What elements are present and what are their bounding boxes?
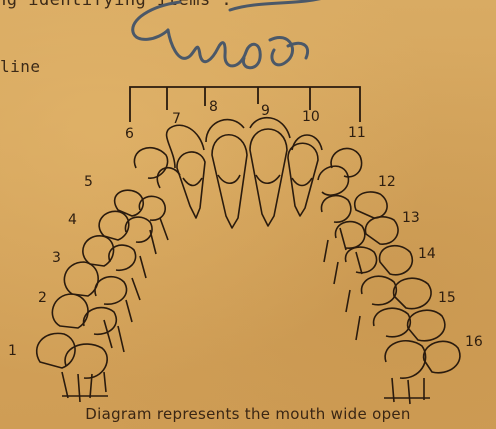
front-teeth [134, 118, 361, 228]
tooth-label-1: 1 [8, 343, 17, 359]
diagram-caption: Diagram represents the mouth wide open [0, 405, 496, 423]
tooth-label-8: 8 [209, 99, 218, 115]
tooth-label-4: 4 [68, 212, 77, 228]
tooth-label-6: 6 [125, 126, 134, 142]
number-bracket [130, 87, 360, 122]
tooth-label-9: 9 [261, 103, 270, 119]
tooth-label-11: 11 [348, 125, 366, 141]
tooth-label-15: 15 [438, 290, 456, 306]
tooth-label-5: 5 [84, 174, 93, 190]
tooth-label-12: 12 [378, 174, 396, 190]
tooth-label-14: 14 [418, 246, 436, 262]
tooth-label-10: 10 [302, 109, 320, 125]
tooth-label-13: 13 [402, 210, 420, 226]
tooth-label-2: 2 [38, 290, 47, 306]
tooth-label-16: 16 [465, 334, 483, 350]
teeth-drawing [37, 118, 460, 404]
handwritten-note [133, 0, 330, 68]
tooth-label-3: 3 [52, 250, 61, 266]
left-arch-teeth [37, 190, 168, 402]
